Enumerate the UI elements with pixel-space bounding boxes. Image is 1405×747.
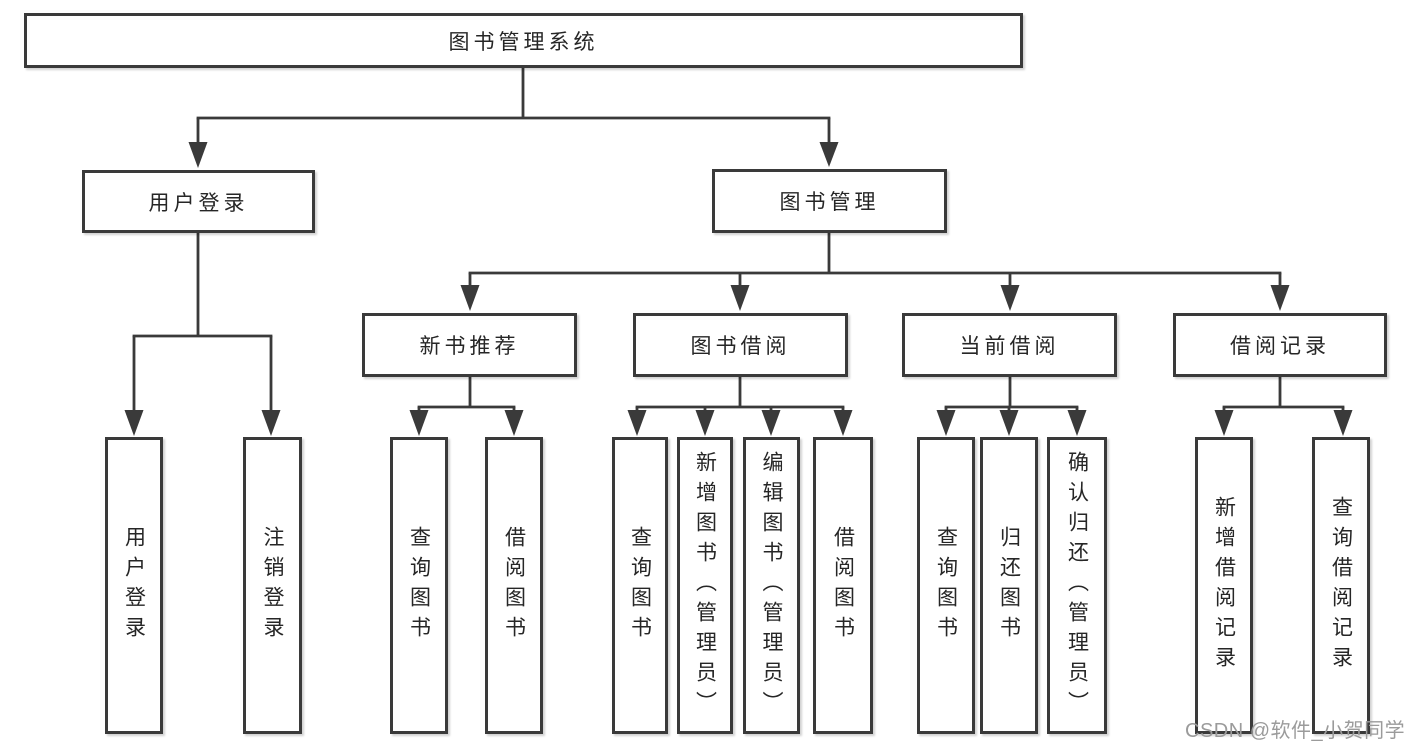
node-label: 新增图书（管理员） (693, 450, 717, 721)
node-label: 归还图书 (997, 525, 1021, 646)
node-label: 查询图书 (407, 525, 431, 646)
node-label: 借阅图书 (831, 525, 855, 646)
node-library-management-system: 图书管理系统 (24, 13, 1023, 68)
node-label: 当前借阅 (959, 335, 1060, 358)
node-book-borrowing: 图书借阅 (633, 313, 848, 377)
node-label: 新增借阅记录 (1212, 495, 1236, 676)
node-label: 图书管理 (779, 191, 880, 214)
node-label: 用户登录 (148, 191, 249, 215)
leaf-user-login: 用户登录 (105, 437, 163, 734)
node-label: 图书借阅 (690, 335, 791, 358)
leaf-query-books-borrow: 查询图书 (612, 437, 668, 734)
node-label: 查询借阅记录 (1329, 495, 1353, 676)
node-user-login: 用户登录 (82, 170, 315, 233)
node-current-borrowing: 当前借阅 (902, 313, 1117, 377)
node-label: 注销登录 (261, 525, 284, 646)
node-label: 查询图书 (934, 525, 958, 646)
node-label: 借阅记录 (1230, 335, 1330, 358)
node-label: 借阅图书 (502, 525, 526, 646)
leaf-query-books-recommend: 查询图书 (390, 437, 448, 734)
leaf-return-books: 归还图书 (980, 437, 1038, 734)
node-borrowing-records: 借阅记录 (1173, 313, 1387, 377)
leaf-confirm-return-admin: 确认归还（管理员） (1047, 437, 1107, 734)
leaf-add-borrow-record: 新增借阅记录 (1195, 437, 1253, 734)
leaf-logout: 注销登录 (243, 437, 302, 734)
leaf-add-books-admin: 新增图书（管理员） (677, 437, 733, 734)
node-label: 图书管理系统 (448, 30, 599, 54)
node-new-book-recommendation: 新书推荐 (362, 313, 577, 377)
leaf-edit-books-admin: 编辑图书（管理员） (743, 437, 800, 734)
leaf-query-books-current: 查询图书 (917, 437, 975, 734)
leaf-query-borrow-record: 查询借阅记录 (1312, 437, 1370, 734)
node-label: 新书推荐 (419, 335, 520, 358)
csdn-watermark: CSDN @软件_小贺同学 (1185, 720, 1405, 742)
leaf-borrow-books-recommend: 借阅图书 (485, 437, 543, 734)
node-book-management: 图书管理 (712, 169, 947, 233)
node-label: 查询图书 (628, 525, 652, 646)
node-label: 用户登录 (122, 525, 146, 646)
node-label: 确认归还（管理员） (1065, 450, 1089, 721)
leaf-borrow-books: 借阅图书 (813, 437, 873, 734)
node-label: 编辑图书（管理员） (760, 450, 783, 721)
